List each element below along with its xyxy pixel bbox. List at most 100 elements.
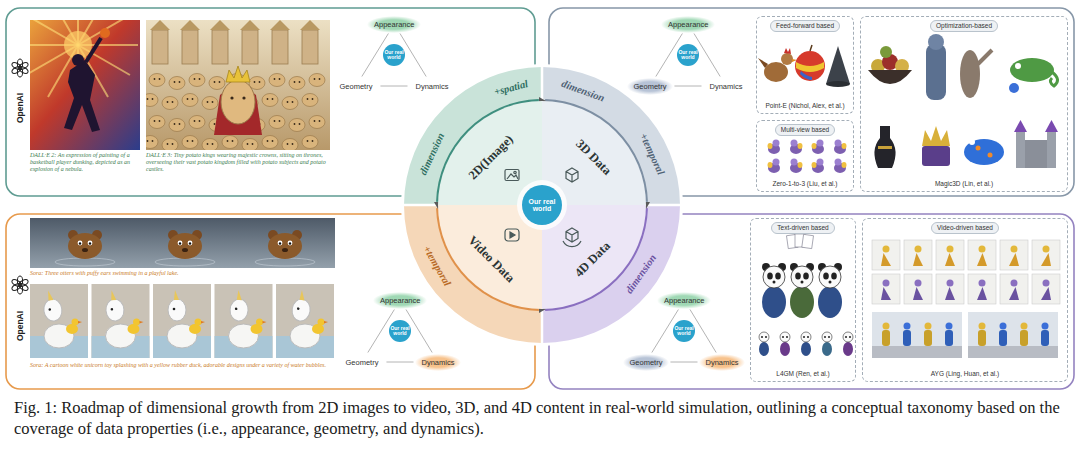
apple-band [796, 62, 824, 72]
video-frame [968, 240, 996, 270]
data-icon [505, 229, 519, 241]
frame-figure-head [915, 280, 922, 287]
property-label: Appearance [664, 296, 704, 305]
otter-pupil [289, 242, 291, 244]
potato-subject [302, 136, 318, 149]
small-panda-eye [765, 336, 767, 338]
potato-subject [162, 139, 178, 151]
duck-head [256, 319, 263, 326]
king-eye [242, 96, 245, 99]
castle-roof [210, 20, 230, 30]
property-node: Geometry [627, 78, 674, 95]
potato-eye [172, 101, 174, 103]
panda-nose [773, 281, 776, 284]
method-group-box: Feed-forward basedPoint-E (Nichol, Alex,… [756, 16, 854, 114]
property-node: Appearance [657, 292, 711, 309]
property-node: Appearance [367, 16, 421, 33]
property-node: Appearance [661, 16, 715, 33]
unicorn-head [105, 298, 124, 321]
potato-eye [294, 123, 296, 125]
potato-subject [262, 94, 278, 107]
otter-video-frame [30, 218, 335, 268]
scene-figure-body [945, 330, 953, 346]
potato-eye [312, 140, 314, 142]
player-silhouette [64, 60, 100, 132]
watermark-logo-text: OpenAI [15, 93, 25, 123]
duck-head [72, 319, 79, 326]
view-figure-wing [812, 143, 817, 149]
ripple [255, 258, 315, 266]
panda-eye-patch [775, 273, 781, 280]
small-panda-eye [786, 336, 788, 338]
triangle-link [670, 362, 697, 363]
data-quadrant: 3D Data [542, 101, 646, 205]
group-header: Video-driven based [931, 222, 999, 234]
potato-subject [282, 139, 298, 151]
potato-eye [292, 143, 294, 145]
statue-head [928, 34, 944, 50]
potato-subject [162, 97, 178, 110]
video-frame [968, 274, 996, 304]
core-label: Our real world [390, 326, 410, 337]
potato-eye [299, 123, 301, 125]
blue-frog [964, 139, 1004, 165]
frame-figure-head [947, 246, 954, 253]
small-panda-eye [845, 336, 847, 338]
potato-subject [309, 74, 325, 87]
castle-tower [1047, 132, 1056, 168]
view-figure-wing [768, 162, 773, 168]
duck-body [189, 324, 201, 334]
property-node: Geometry [339, 354, 386, 371]
potato-eye [232, 140, 234, 142]
potato-subject [146, 136, 158, 149]
frame-ground [30, 284, 88, 358]
panda-eye-patch [795, 273, 801, 280]
frame-figure-body [881, 287, 891, 300]
scene-figure-head [946, 323, 953, 330]
potato-eye [307, 140, 309, 142]
frame-figure-body [913, 287, 923, 300]
unicorn-head [42, 298, 63, 322]
potato-subject [189, 116, 205, 129]
potato-eye [187, 140, 189, 142]
otter-nose [182, 248, 188, 252]
ring-divider [541, 309, 544, 343]
potato-subject [302, 94, 318, 107]
scene-figure-body [882, 330, 890, 346]
potato-eye [154, 78, 156, 80]
property-node: Dynamics [699, 354, 746, 371]
frame-figure-head [883, 280, 890, 287]
unicorn-head-group [229, 289, 249, 321]
panda-jacket [762, 286, 786, 318]
otter-head [168, 233, 202, 259]
duck-beak [140, 321, 144, 324]
potato-eye [154, 120, 156, 122]
frame-figure-head [979, 280, 986, 287]
scene-figure-head [1042, 323, 1049, 330]
image-icon-mountain [507, 174, 518, 179]
scene-figure-head [883, 323, 890, 330]
image-icon-frame [505, 170, 519, 181]
triangle-link [674, 86, 701, 87]
potato-eye [287, 143, 289, 145]
potato-eye [179, 81, 181, 83]
unicorn-horn [237, 290, 243, 300]
duck-beak [324, 321, 328, 324]
frame-figure-body [1009, 287, 1019, 300]
panda-nose [801, 281, 804, 284]
panda-eye-patch [767, 273, 773, 280]
unicorn-horn [174, 290, 179, 300]
scene-figure-head [904, 323, 911, 330]
view-figure-wing [768, 143, 773, 149]
castle-tower [242, 30, 258, 64]
chicken-tail [758, 58, 768, 68]
castle-tower [152, 30, 168, 64]
view-figure-head [773, 140, 780, 147]
scene-figure-head [1000, 323, 1007, 330]
small-panda-head [822, 332, 832, 342]
frog-spot [976, 146, 981, 151]
unicorn-eye [48, 308, 51, 311]
potato-eye [267, 140, 269, 142]
ripple [55, 258, 115, 266]
unicorn-head-group [41, 289, 63, 322]
